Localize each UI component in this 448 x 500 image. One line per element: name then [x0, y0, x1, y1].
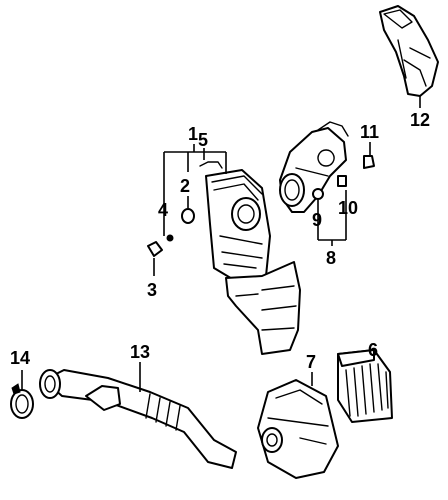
callout-14: 14 — [10, 348, 30, 368]
callout-10: 10 — [338, 198, 358, 218]
leader-lines — [21, 96, 421, 392]
callout-9: 9 — [312, 210, 322, 230]
bracket-5-part — [199, 161, 223, 169]
callout-7: 7 — [306, 352, 316, 372]
bolt-10-part — [337, 175, 347, 187]
callout-11: 11 — [360, 122, 379, 142]
callout-5: 5 — [198, 130, 208, 150]
intake-hose-part — [39, 369, 237, 469]
air-cleaner-cover-part — [205, 169, 301, 355]
callout-2: 2 — [180, 176, 190, 196]
callout-12: 12 — [410, 110, 430, 130]
callout-6: 6 — [368, 340, 378, 360]
callout-4: 4 — [158, 200, 168, 220]
callout-8: 8 — [326, 248, 336, 268]
callout-1: 1 — [188, 124, 198, 144]
air-filter-part — [337, 349, 393, 423]
bolt-9-part — [312, 188, 324, 200]
clip-3-part — [147, 234, 174, 257]
intake-snorkel-part — [379, 5, 439, 97]
grommet-2-part — [181, 208, 195, 224]
callout-13: 13 — [130, 342, 150, 362]
clip-11-part — [363, 155, 375, 169]
resonator-duct-part — [279, 121, 349, 213]
lower-housing-part — [257, 379, 339, 479]
callout-3: 3 — [147, 280, 157, 300]
